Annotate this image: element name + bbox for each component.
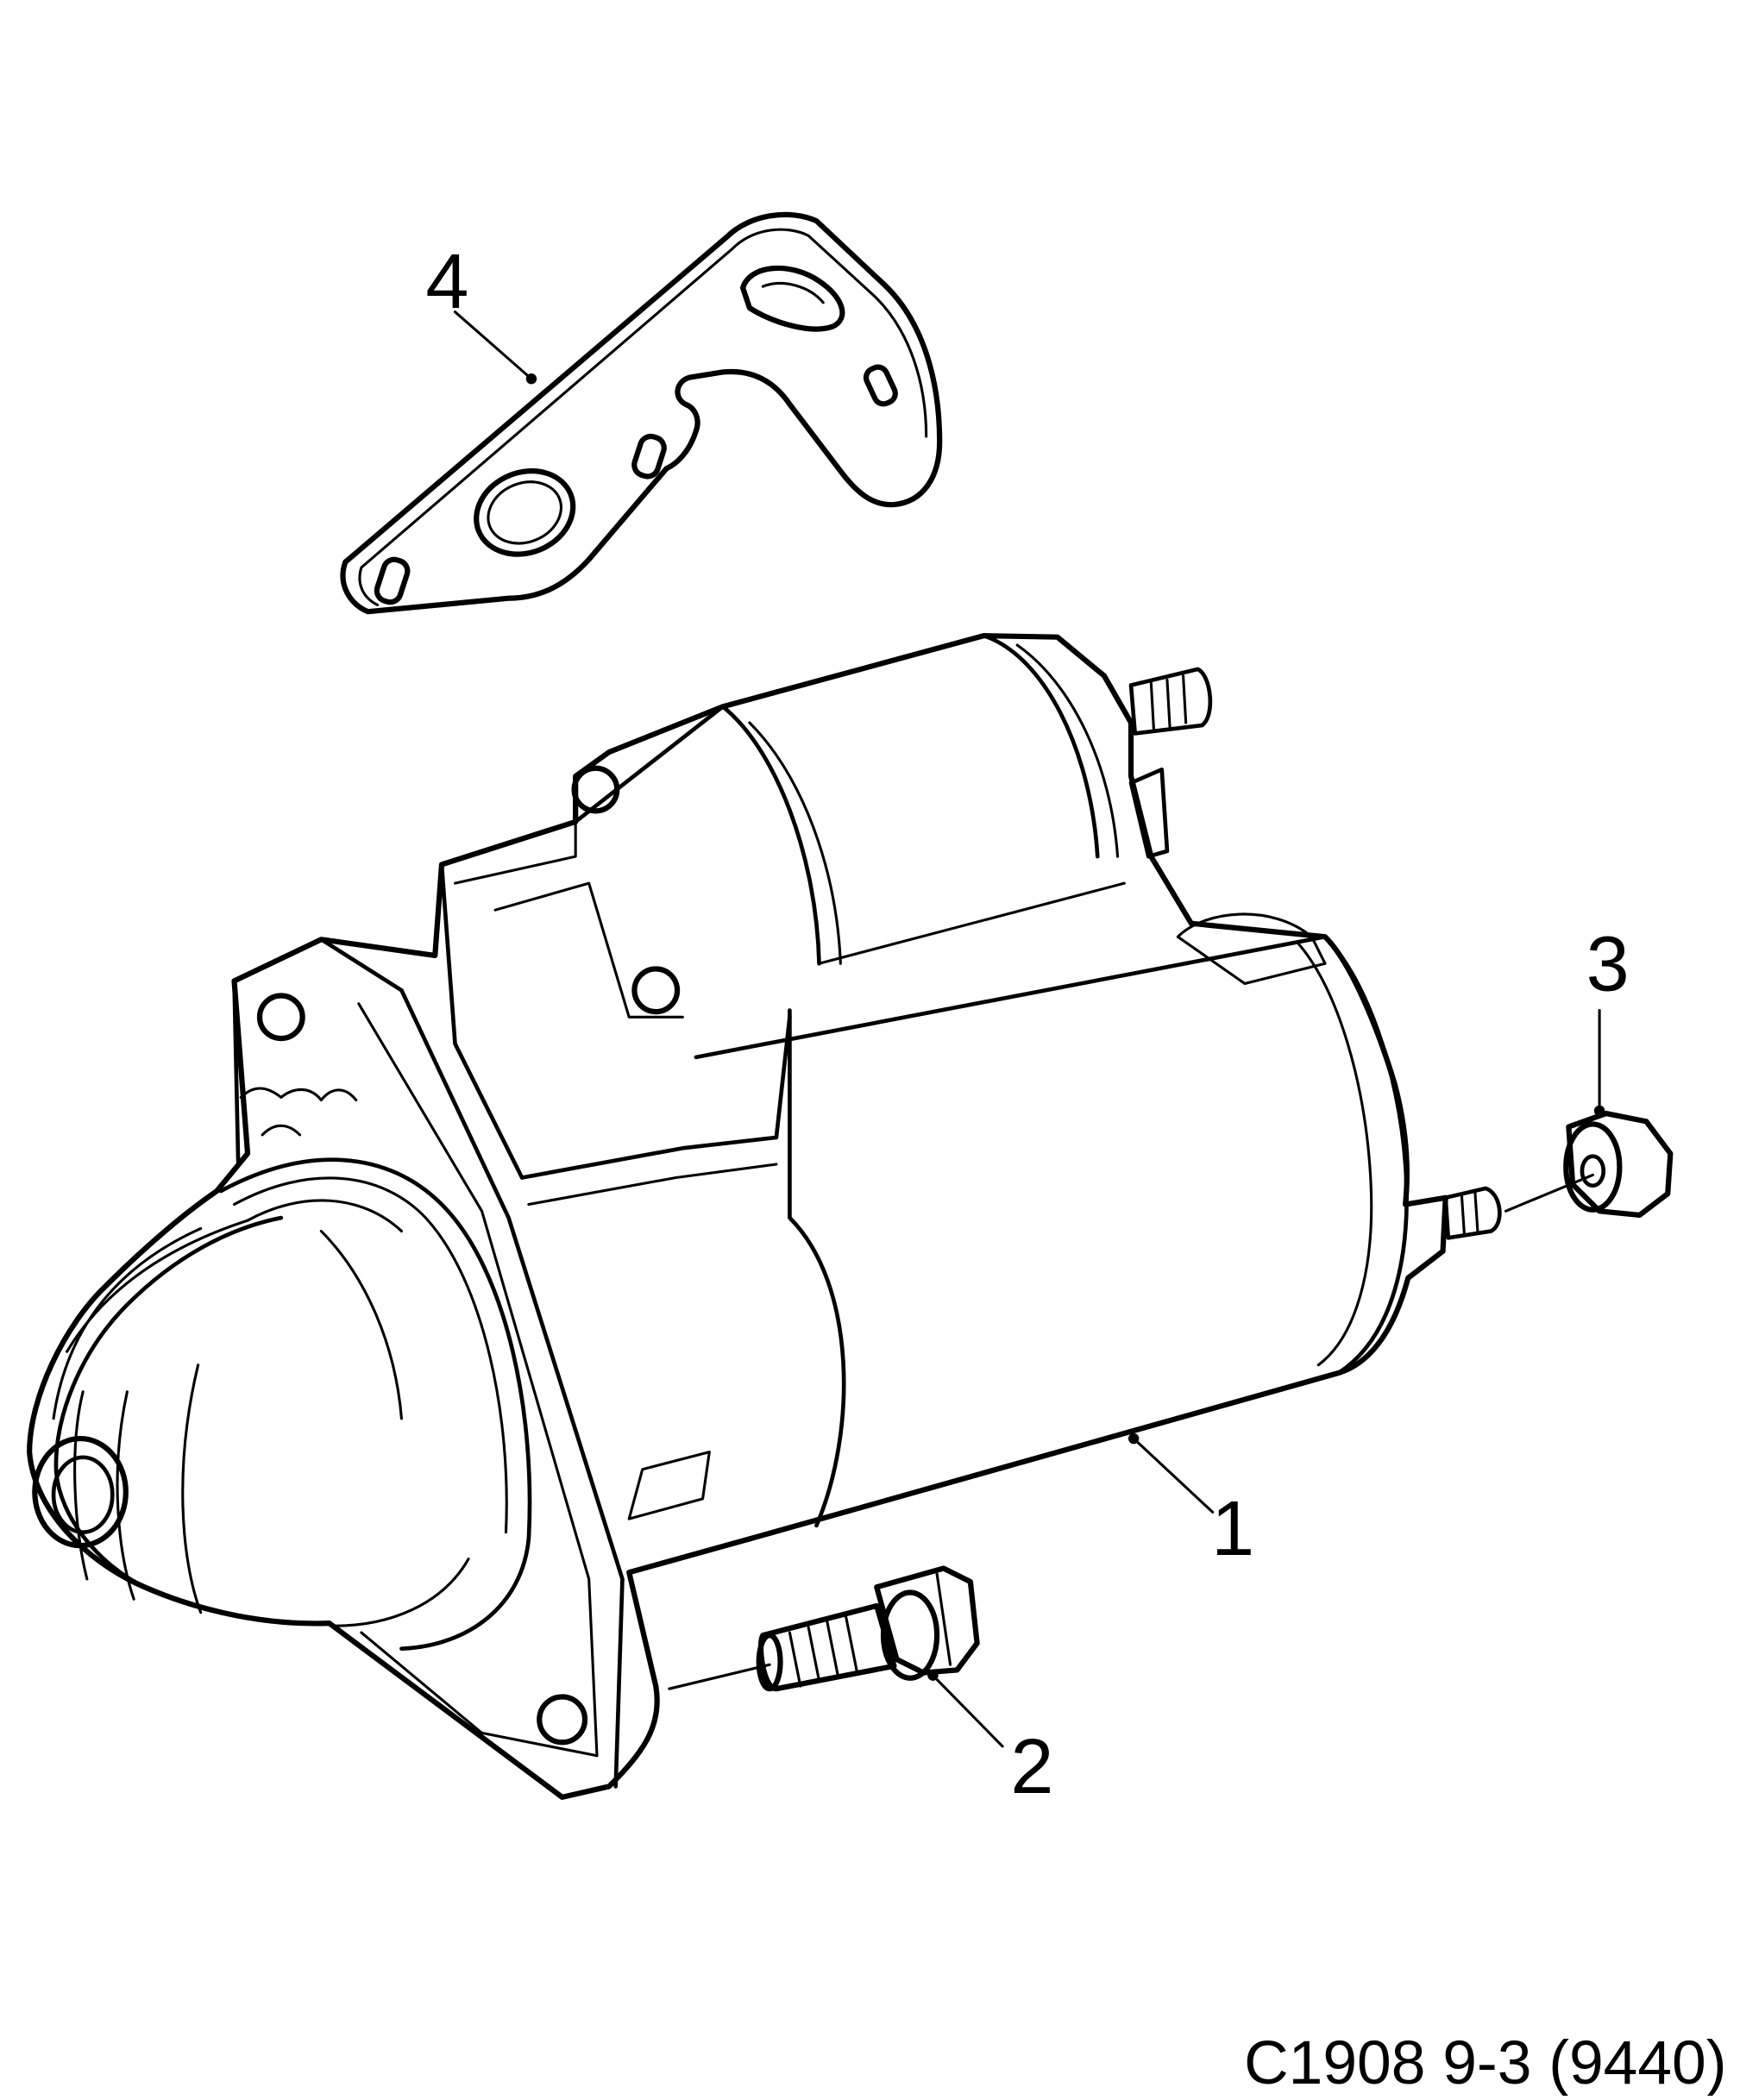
document-reference: C1908 9-3 (9440) [1244, 2028, 1726, 2096]
starter-motor [27, 633, 1594, 1800]
flange-nut [1563, 1110, 1674, 1219]
mounting-bracket [340, 211, 943, 615]
leader-line-1 [1132, 1437, 1215, 1514]
leader-line-2 [931, 1674, 1004, 1748]
callout-4: 4 [425, 239, 468, 325]
flange-bolt [756, 1565, 980, 1692]
callout-leader-dots [525, 373, 1605, 1681]
callout-2: 2 [1010, 1724, 1053, 1810]
leader-line-4 [453, 310, 533, 380]
callout-1: 1 [1211, 1486, 1254, 1572]
callout-leaders [453, 310, 1601, 1748]
callout-3: 3 [1586, 921, 1630, 1007]
